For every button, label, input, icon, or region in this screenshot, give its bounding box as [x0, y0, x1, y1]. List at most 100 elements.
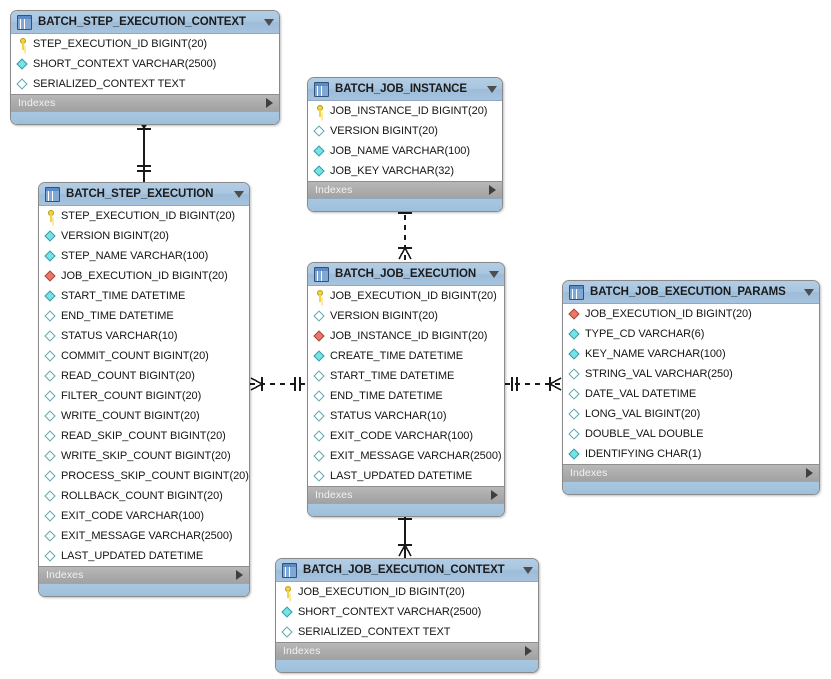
- indexes-label: Indexes: [570, 467, 608, 479]
- column-row[interactable]: JOB_EXECUTION_ID BIGINT(20): [276, 582, 538, 602]
- column-row[interactable]: JOB_INSTANCE_ID BIGINT(20): [308, 101, 502, 121]
- column-row[interactable]: TYPE_CD VARCHAR(6): [563, 324, 819, 344]
- table-header-batch_job_execution[interactable]: BATCH_JOB_EXECUTION: [308, 263, 504, 286]
- column-row[interactable]: DATE_VAL DATETIME: [563, 384, 819, 404]
- chevron-down-icon[interactable]: [523, 566, 533, 574]
- column-row[interactable]: END_TIME DATETIME: [308, 386, 504, 406]
- column-row[interactable]: EXIT_CODE VARCHAR(100): [39, 506, 249, 526]
- column-row[interactable]: EXIT_MESSAGE VARCHAR(2500): [39, 526, 249, 546]
- column-label: JOB_KEY VARCHAR(32): [330, 165, 454, 177]
- table-icon: [314, 81, 329, 97]
- column-row[interactable]: JOB_EXECUTION_ID BIGINT(20): [39, 266, 249, 286]
- column-label: VERSION BIGINT(20): [61, 230, 169, 242]
- foreign-key-icon: [44, 269, 58, 283]
- indexes-section-batch_job_execution[interactable]: Indexes: [308, 486, 504, 503]
- column-label: IDENTIFYING CHAR(1): [585, 448, 702, 460]
- column-row[interactable]: LAST_UPDATED DATETIME: [39, 546, 249, 566]
- diamond-glyph: [313, 145, 325, 157]
- column-row[interactable]: READ_COUNT BIGINT(20): [39, 366, 249, 386]
- column-row[interactable]: JOB_NAME VARCHAR(100): [308, 141, 502, 161]
- chevron-right-icon[interactable]: [236, 570, 243, 580]
- column-row[interactable]: WRITE_COUNT BIGINT(20): [39, 406, 249, 426]
- column-label: TYPE_CD VARCHAR(6): [585, 328, 705, 340]
- column-row[interactable]: STEP_NAME VARCHAR(100): [39, 246, 249, 266]
- column-row[interactable]: STATUS VARCHAR(10): [39, 326, 249, 346]
- chevron-right-icon[interactable]: [806, 468, 813, 478]
- column-row[interactable]: STATUS VARCHAR(10): [308, 406, 504, 426]
- table-header-batch_step_execution[interactable]: BATCH_STEP_EXECUTION: [39, 183, 249, 206]
- column-row[interactable]: IDENTIFYING CHAR(1): [563, 444, 819, 464]
- chevron-right-icon[interactable]: [491, 490, 498, 500]
- column-row[interactable]: LAST_UPDATED DATETIME: [308, 466, 504, 486]
- table-header-batch_step_execution_context[interactable]: BATCH_STEP_EXECUTION_CONTEXT: [11, 11, 279, 34]
- column-row[interactable]: STRING_VAL VARCHAR(250): [563, 364, 819, 384]
- chevron-right-icon[interactable]: [489, 185, 496, 195]
- column-row[interactable]: END_TIME DATETIME: [39, 306, 249, 326]
- column-label: SHORT_CONTEXT VARCHAR(2500): [298, 606, 482, 618]
- column-row[interactable]: VERSION BIGINT(20): [308, 306, 504, 326]
- indexes-section-batch_job_execution_params[interactable]: Indexes: [563, 464, 819, 481]
- column-row[interactable]: EXIT_MESSAGE VARCHAR(2500): [308, 446, 504, 466]
- table-batch_step_execution[interactable]: BATCH_STEP_EXECUTION STEP_EXECUTION_ID BI…: [38, 182, 250, 597]
- column-row[interactable]: READ_SKIP_COUNT BIGINT(20): [39, 426, 249, 446]
- column-row[interactable]: JOB_EXECUTION_ID BIGINT(20): [308, 286, 504, 306]
- column-label: ROLLBACK_COUNT BIGINT(20): [61, 490, 223, 502]
- column-row[interactable]: PROCESS_SKIP_COUNT BIGINT(20): [39, 466, 249, 486]
- nullable-column-icon: [44, 329, 58, 343]
- table-batch_job_execution_context[interactable]: BATCH_JOB_EXECUTION_CONTEXT JOB_EXECUTION…: [275, 558, 539, 673]
- indexes-section-batch_job_instance[interactable]: Indexes: [308, 181, 502, 198]
- column-row[interactable]: WRITE_SKIP_COUNT BIGINT(20): [39, 446, 249, 466]
- diamond-glyph: [568, 368, 580, 380]
- column-row[interactable]: COMMIT_COUNT BIGINT(20): [39, 346, 249, 366]
- nullable-column-icon: [44, 449, 58, 463]
- column-row[interactable]: LONG_VAL BIGINT(20): [563, 404, 819, 424]
- column-row[interactable]: JOB_KEY VARCHAR(32): [308, 161, 502, 181]
- column-row[interactable]: FILTER_COUNT BIGINT(20): [39, 386, 249, 406]
- chevron-down-icon[interactable]: [804, 288, 814, 296]
- column-row[interactable]: DOUBLE_VAL DOUBLE: [563, 424, 819, 444]
- column-row[interactable]: VERSION BIGINT(20): [39, 226, 249, 246]
- column-row[interactable]: SHORT_CONTEXT VARCHAR(2500): [276, 602, 538, 622]
- indexes-section-batch_job_execution_context[interactable]: Indexes: [276, 642, 538, 659]
- relationship-step-exec-context: [137, 117, 151, 182]
- chevron-right-icon[interactable]: [525, 646, 532, 656]
- column-row[interactable]: SERIALIZED_CONTEXT TEXT: [276, 622, 538, 642]
- column-row[interactable]: ROLLBACK_COUNT BIGINT(20): [39, 486, 249, 506]
- column-row[interactable]: KEY_NAME VARCHAR(100): [563, 344, 819, 364]
- diamond-glyph: [568, 348, 580, 360]
- chevron-down-icon[interactable]: [234, 190, 244, 198]
- indexes-section-batch_step_execution_context[interactable]: Indexes: [11, 94, 279, 111]
- table-icon: [314, 266, 329, 282]
- column-row[interactable]: START_TIME DATETIME: [308, 366, 504, 386]
- nullable-column-icon: [44, 469, 58, 483]
- table-footer: [308, 198, 502, 211]
- column-row[interactable]: VERSION BIGINT(20): [308, 121, 502, 141]
- chevron-down-icon[interactable]: [487, 85, 497, 93]
- column-row[interactable]: CREATE_TIME DATETIME: [308, 346, 504, 366]
- diamond-glyph: [568, 388, 580, 400]
- table-name-label: BATCH_STEP_EXECUTION: [66, 188, 214, 200]
- column-row[interactable]: EXIT_CODE VARCHAR(100): [308, 426, 504, 446]
- chevron-down-icon[interactable]: [489, 270, 499, 278]
- column-row[interactable]: JOB_EXECUTION_ID BIGINT(20): [563, 304, 819, 324]
- column-row[interactable]: START_TIME DATETIME: [39, 286, 249, 306]
- chevron-down-icon[interactable]: [264, 18, 274, 26]
- column-row[interactable]: SERIALIZED_CONTEXT TEXT: [11, 74, 279, 94]
- column-row[interactable]: SHORT_CONTEXT VARCHAR(2500): [11, 54, 279, 74]
- table-header-batch_job_execution_params[interactable]: BATCH_JOB_EXECUTION_PARAMS: [563, 281, 819, 304]
- indexes-section-batch_step_execution[interactable]: Indexes: [39, 566, 249, 583]
- column-row[interactable]: STEP_EXECUTION_ID BIGINT(20): [39, 206, 249, 226]
- nullable-column-icon: [568, 367, 582, 381]
- column-row[interactable]: STEP_EXECUTION_ID BIGINT(20): [11, 34, 279, 54]
- table-header-batch_job_execution_context[interactable]: BATCH_JOB_EXECUTION_CONTEXT: [276, 559, 538, 582]
- chevron-right-icon[interactable]: [266, 98, 273, 108]
- column-row[interactable]: JOB_INSTANCE_ID BIGINT(20): [308, 326, 504, 346]
- column-label: JOB_EXECUTION_ID BIGINT(20): [298, 586, 465, 598]
- table-header-batch_job_instance[interactable]: BATCH_JOB_INSTANCE: [308, 78, 502, 101]
- column-label: STATUS VARCHAR(10): [330, 410, 447, 422]
